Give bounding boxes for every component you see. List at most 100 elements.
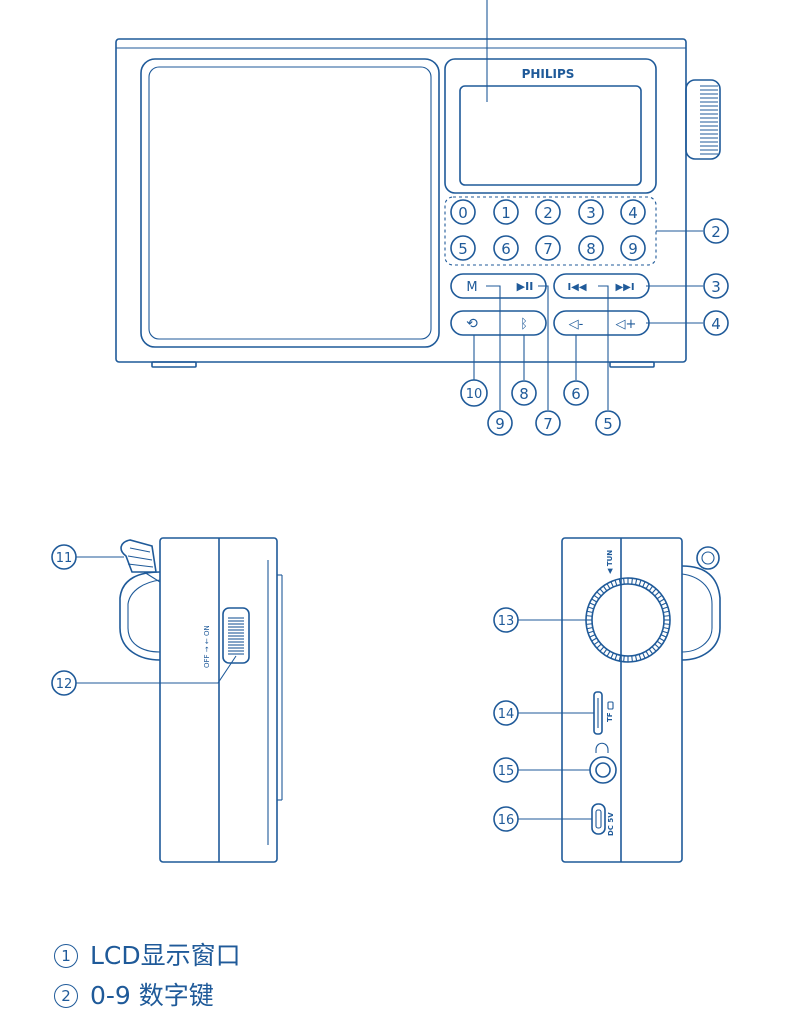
- dial-rib: [599, 646, 605, 652]
- dial-rib: [614, 579, 618, 586]
- dial-rib: [591, 637, 598, 642]
- key-7[interactable]: 7: [535, 235, 561, 261]
- callout-4: 4: [703, 310, 729, 336]
- dial-rib: [623, 578, 625, 585]
- dial-rib: [596, 591, 602, 597]
- dial-rib: [638, 579, 642, 586]
- key-8[interactable]: 8: [578, 235, 604, 261]
- strap-ring: [696, 546, 720, 570]
- dial-rib: [651, 646, 657, 652]
- svg-text:9: 9: [628, 240, 638, 258]
- tuning-knob: [685, 79, 721, 160]
- front-body: [115, 38, 687, 363]
- legend-marker-1: 1: [54, 944, 78, 968]
- key-3[interactable]: 3: [578, 199, 604, 225]
- dial-rib: [634, 578, 638, 585]
- dial-rib: [656, 594, 663, 600]
- callout-5: 5: [595, 410, 621, 436]
- callout-3: 3: [703, 273, 729, 299]
- power-switch-label: OFF → ← ON: [203, 625, 211, 668]
- key-4[interactable]: 4: [620, 199, 646, 225]
- callout-7: 7: [535, 410, 561, 436]
- legend-item-1: 1 LCD显示窗口: [54, 936, 241, 972]
- dial-rib: [642, 652, 646, 659]
- legend-text-1: LCD显示窗口: [90, 941, 241, 970]
- legend-text-2: 0-9 数字键: [90, 981, 214, 1010]
- dial-rib: [586, 610, 593, 614]
- play-pause-button[interactable]: ▶II: [517, 280, 534, 293]
- power-switch[interactable]: [222, 607, 250, 664]
- dial-rib: [656, 640, 663, 646]
- dial-rib: [610, 581, 614, 588]
- headphone-jack[interactable]: [589, 756, 617, 784]
- tuning-dial[interactable]: [585, 577, 671, 663]
- dial-rib: [623, 655, 625, 662]
- dial-rib: [596, 643, 602, 649]
- tf-label: TF: [606, 712, 614, 722]
- dial-rib: [642, 581, 646, 588]
- display-panel: [444, 58, 657, 194]
- callout-10: 10: [460, 379, 488, 407]
- usb-c-port[interactable]: [591, 803, 606, 835]
- svg-text:6: 6: [501, 240, 511, 258]
- next-button[interactable]: ▶▶I: [615, 282, 634, 293]
- svg-text:12: 12: [56, 677, 73, 692]
- svg-text:8: 8: [519, 385, 529, 403]
- dial-rib: [586, 626, 593, 630]
- dc-label: DC 5V: [607, 812, 615, 836]
- left-side-view: OFF → ← ON 11 12: [51, 537, 283, 863]
- svg-text:0: 0: [458, 204, 468, 222]
- key-1[interactable]: 1: [493, 199, 519, 225]
- dial-rib: [648, 585, 654, 592]
- key-6[interactable]: 6: [493, 235, 519, 261]
- dial-rib: [631, 578, 633, 585]
- dial-rib: [662, 606, 669, 610]
- front-foot-right: [609, 361, 655, 368]
- key-5[interactable]: 5: [450, 235, 476, 261]
- callout-2: 2: [703, 218, 729, 244]
- svg-text:1: 1: [501, 204, 511, 222]
- brand-logo: PHILIPS: [522, 67, 575, 81]
- dial-rib: [587, 606, 594, 610]
- key-0[interactable]: 0: [450, 199, 476, 225]
- callout-14: 14: [493, 700, 519, 726]
- left-handle: [119, 571, 161, 661]
- dial-rib: [606, 650, 611, 657]
- callout-9: 9: [487, 410, 513, 436]
- side-knob: [120, 539, 161, 583]
- right-side-body: [561, 537, 683, 863]
- tf-card-slot[interactable]: [593, 691, 603, 735]
- svg-text:7: 7: [543, 415, 553, 433]
- callout-16: 16: [493, 806, 519, 832]
- callout-15: 15: [493, 757, 519, 783]
- key-9[interactable]: 9: [620, 235, 646, 261]
- dial-rib: [651, 588, 657, 594]
- key-2[interactable]: 2: [535, 199, 561, 225]
- dial-rib: [602, 648, 608, 655]
- bluetooth-button[interactable]: ᛒ: [520, 317, 528, 332]
- dial-rib: [662, 630, 669, 634]
- svg-text:2: 2: [711, 223, 721, 241]
- svg-text:⟲: ⟲: [466, 316, 478, 332]
- dial-rib: [663, 626, 670, 630]
- dial-rib: [587, 630, 594, 634]
- speaker-grille: [140, 58, 440, 348]
- callout-6: 6: [563, 380, 589, 406]
- front-foot-left: [151, 361, 197, 368]
- dial-rib: [648, 648, 654, 655]
- callout-8: 8: [511, 380, 537, 406]
- svg-text:▶▶I: ▶▶I: [615, 282, 634, 293]
- svg-text:5: 5: [603, 415, 613, 433]
- tf-card-icon: [607, 701, 614, 710]
- volume-up-button[interactable]: ◁+: [616, 317, 637, 332]
- dial-rib: [610, 652, 614, 659]
- svg-text:3: 3: [586, 204, 596, 222]
- svg-text:13: 13: [498, 614, 515, 629]
- repeat-button[interactable]: ⟲: [450, 310, 547, 336]
- svg-text:4: 4: [711, 315, 721, 333]
- svg-text:ᛒ: ᛒ: [520, 317, 528, 332]
- svg-text:3: 3: [711, 278, 721, 296]
- dial-rib: [634, 655, 638, 662]
- dial-rib: [654, 643, 660, 649]
- dial-rib: [663, 610, 670, 614]
